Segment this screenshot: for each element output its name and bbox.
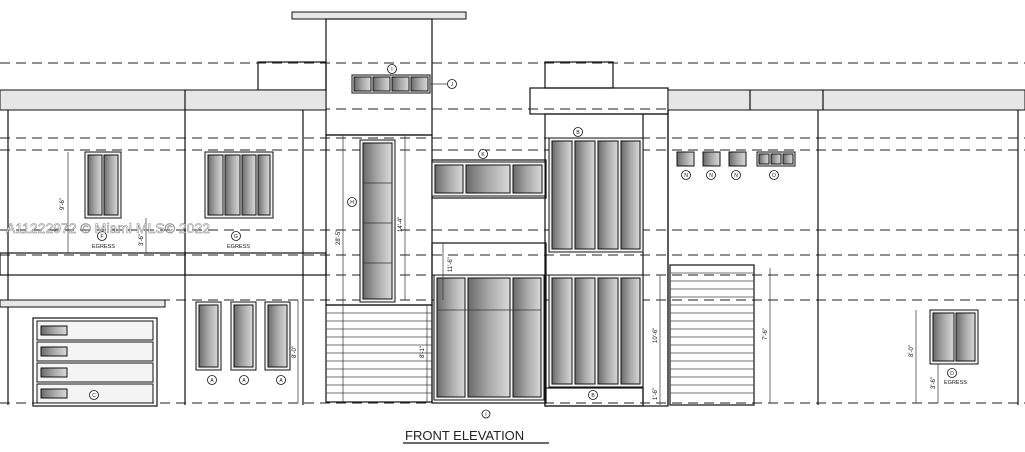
svg-text:EGRESS: EGRESS <box>227 244 250 250</box>
tag-a-1: A <box>207 375 217 385</box>
svg-text:A: A <box>242 378 246 384</box>
tag-n-2: N <box>706 170 716 180</box>
window-f <box>84 151 122 219</box>
drawing-title: FRONT ELEVATION <box>403 428 549 444</box>
svg-text:I: I <box>485 412 486 418</box>
tag-n-1: N <box>681 170 691 180</box>
svg-text:FRONT ELEVATION: FRONT ELEVATION <box>405 428 524 443</box>
svg-text:B: B <box>591 393 595 399</box>
garage-door <box>32 317 158 407</box>
svg-text:10'-6": 10'-6" <box>653 328 659 343</box>
svg-text:3'-6": 3'-6" <box>931 377 937 389</box>
svg-text:H: H <box>350 200 354 206</box>
svg-text:EGRESS: EGRESS <box>92 244 115 250</box>
window-b-upper <box>548 137 644 253</box>
dimension-labels: 9'-6" 3'-6" 28'-5" 14'-4" 11'-6" 8'-0" 8… <box>60 198 937 400</box>
svg-text:A: A <box>279 378 283 384</box>
windows-n-o <box>676 151 796 167</box>
tag-h: H <box>347 197 357 207</box>
louver-panel <box>669 264 755 406</box>
window-stair-tall <box>359 139 396 303</box>
svg-text:N: N <box>709 173 713 179</box>
window-clerestory <box>351 74 431 94</box>
svg-text:11'-6": 11'-6" <box>448 257 454 272</box>
svg-text:8'-0": 8'-0" <box>292 346 298 358</box>
tag-o: O <box>769 170 779 180</box>
tag-d: D EGRESS <box>944 368 967 386</box>
tag-b-top: B <box>573 127 583 137</box>
svg-text:K: K <box>481 152 485 158</box>
entry-door-glazing <box>433 274 545 401</box>
svg-text:J: J <box>451 82 454 88</box>
svg-text:C: C <box>92 393 96 399</box>
svg-text:I: I <box>391 67 392 73</box>
window-b-lower <box>548 274 644 388</box>
windows-a <box>195 301 291 371</box>
window-k <box>431 161 546 197</box>
tag-a-2: A <box>239 375 249 385</box>
svg-text:N: N <box>684 173 688 179</box>
tag-i-top: I <box>387 64 397 74</box>
svg-text:7'-6": 7'-6" <box>763 328 769 340</box>
svg-text:14'-4": 14'-4" <box>398 217 404 232</box>
tag-g: G EGRESS <box>227 231 250 250</box>
tag-b-bottom: B <box>588 390 598 400</box>
svg-text:G: G <box>234 234 238 240</box>
svg-text:3'-6": 3'-6" <box>139 234 145 246</box>
tag-j: J <box>430 79 457 89</box>
svg-text:B: B <box>576 130 580 136</box>
tag-i-bottom: I <box>481 409 491 419</box>
svg-text:8'-1": 8'-1" <box>420 346 426 358</box>
svg-text:A: A <box>210 378 214 384</box>
window-d <box>929 309 979 365</box>
svg-text:F: F <box>100 234 103 240</box>
svg-text:9'-6": 9'-6" <box>60 198 66 210</box>
svg-text:D: D <box>950 371 954 377</box>
svg-text:EGRESS: EGRESS <box>944 380 967 386</box>
tag-f: F EGRESS <box>92 231 115 250</box>
svg-text:1'-6": 1'-6" <box>653 388 659 400</box>
svg-text:8'-0": 8'-0" <box>909 345 915 357</box>
dimension-lines <box>67 135 939 405</box>
roof-elements <box>257 11 669 136</box>
tag-a-3: A <box>276 375 286 385</box>
window-g <box>204 151 274 219</box>
svg-text:28'-5": 28'-5" <box>336 230 342 245</box>
svg-text:O: O <box>772 173 776 179</box>
tag-c: C <box>89 390 99 400</box>
tag-n-3: N <box>731 170 741 180</box>
tag-k: K <box>478 149 488 159</box>
svg-text:N: N <box>734 173 738 179</box>
mls-watermark: A11222972 © Miami MLS© 2022 <box>6 220 210 236</box>
